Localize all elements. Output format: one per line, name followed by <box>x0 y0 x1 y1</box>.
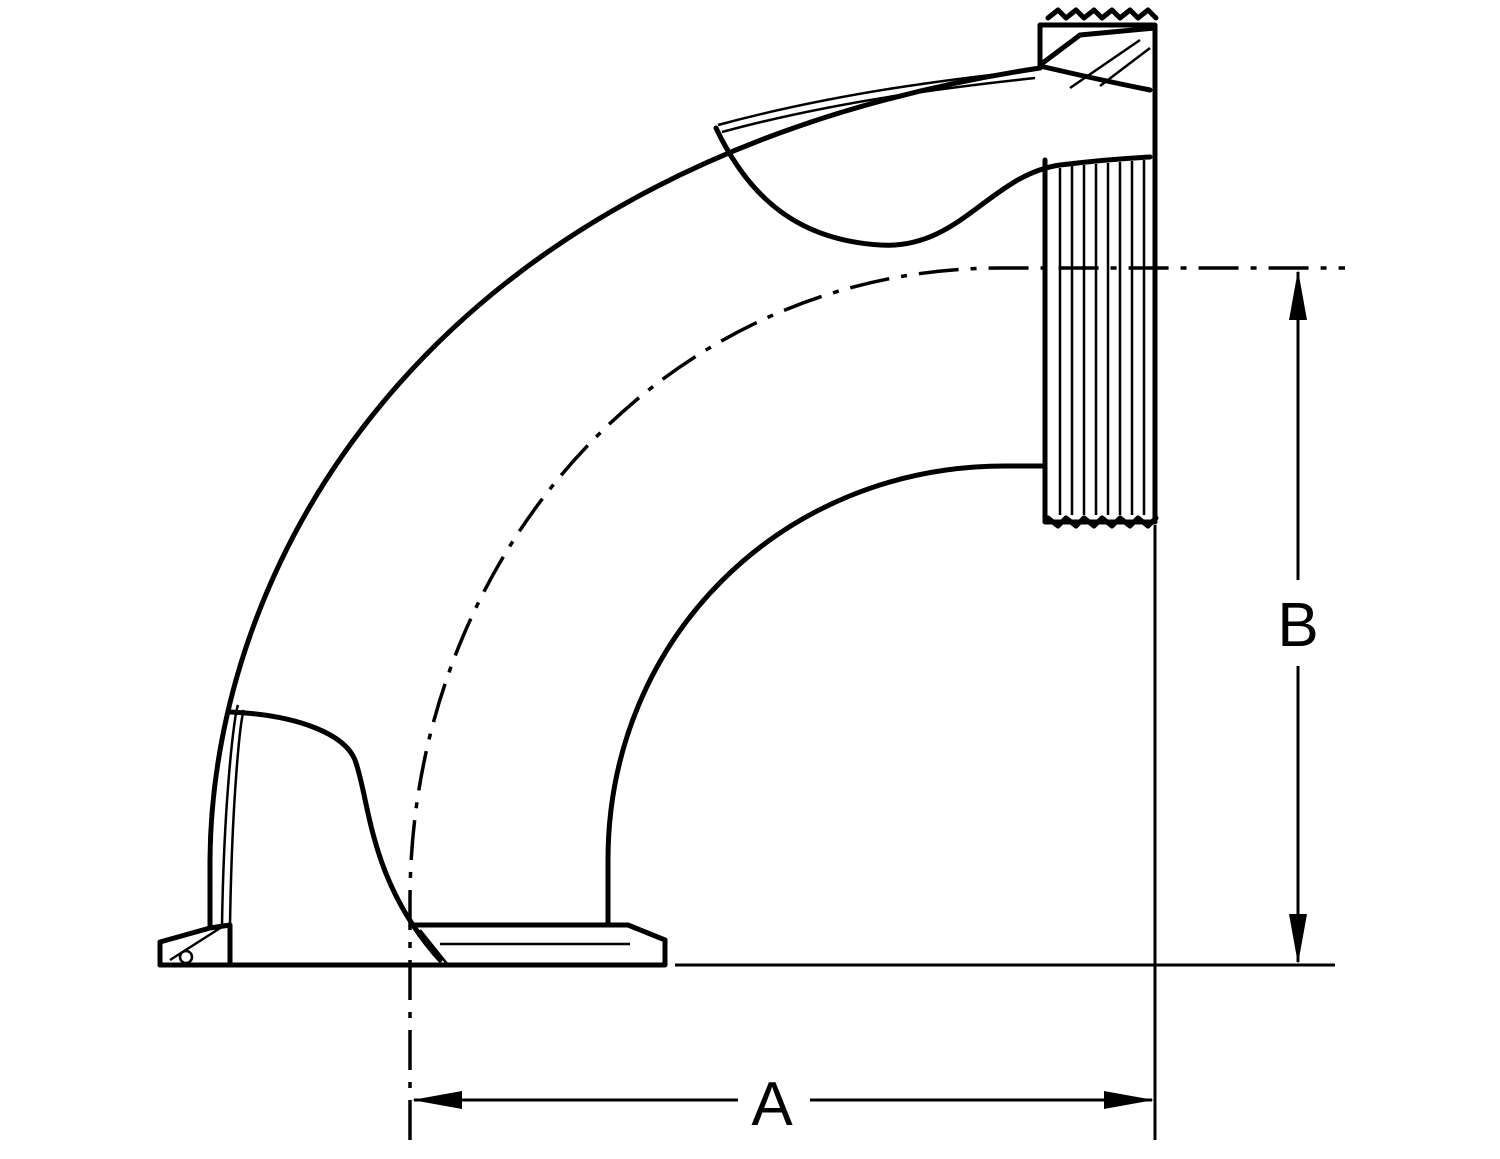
dimension-a-label: A <box>751 1070 793 1139</box>
dimension-b <box>1289 270 1307 964</box>
elbow-outer-wall <box>207 57 1043 928</box>
elbow-inner-wall <box>605 463 1048 928</box>
dimension-a <box>412 1091 1154 1109</box>
elbow-centerline <box>408 266 1345 1140</box>
dimension-b-label: B <box>1277 591 1318 660</box>
cutaway-section <box>227 125 1153 963</box>
bottom-ferrule-flange <box>157 922 668 968</box>
threaded-end <box>1037 7 1159 529</box>
